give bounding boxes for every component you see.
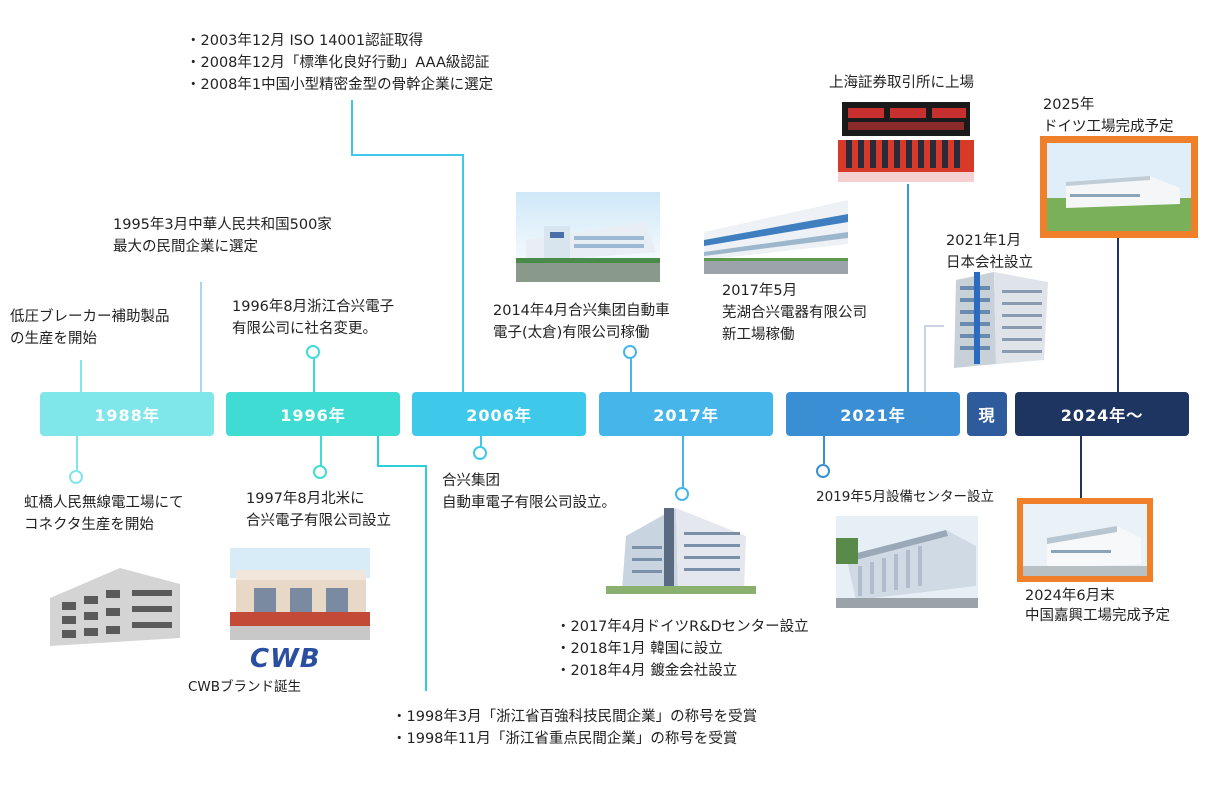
- photo-2025-germany-plant: [1040, 136, 1198, 238]
- connector-2021jp-v1: [924, 325, 926, 392]
- photo-2021-japan-office: [944, 272, 1064, 372]
- event-1988-bottom: 虹橋人民無線電工場にて コネクタ生産を開始: [24, 492, 184, 536]
- dot-2017-bottom: [675, 487, 689, 501]
- connector-2003-v1: [351, 100, 353, 154]
- event-2003-line: ・2003年12月 ISO 14001認証取得: [186, 33, 424, 49]
- timeline-1996: 1996年: [226, 392, 400, 436]
- event-1995-line2: 最大の民間企業に選定: [113, 239, 258, 255]
- timeline-2024: 2024年～: [1015, 392, 1189, 436]
- photo-2017-germany-rd: [606, 506, 756, 594]
- event-1988-bottom-line1: 虹橋人民無線電工場にて: [24, 495, 184, 511]
- timeline-2006: 2006年: [412, 392, 586, 436]
- event-2021-jp-line2: 日本会社設立: [946, 255, 1033, 271]
- event-1997-line1: 1997年8月北米に: [246, 491, 365, 507]
- event-2024-line1: 2024年6月末: [1025, 588, 1115, 604]
- photo-1997-north-america-office: [230, 548, 370, 640]
- event-1997-line2: 合兴電子有限公司設立: [246, 513, 391, 529]
- dot-2006: [473, 446, 487, 460]
- timeline-2021: 2021年: [786, 392, 960, 436]
- event-1996-line1: 1996年8月浙江合兴電子: [232, 299, 395, 315]
- connector-2025: [1117, 238, 1119, 392]
- connector-sse: [907, 184, 909, 392]
- event-2014-line1: 2014年4月合兴集团自動車: [493, 303, 670, 319]
- photo-2019-equipment-center: [836, 516, 978, 608]
- connector-1998-v1: [377, 436, 379, 466]
- connector-1996-top: [313, 358, 315, 392]
- event-1988-top: 低圧ブレーカー補助製品 の生産を開始: [10, 306, 170, 350]
- event-2017-bottom-list: ・2017年4月ドイツR&Dセンター設立 ・2018年1月 韓国に設立 ・201…: [556, 616, 809, 682]
- connector-2014: [630, 358, 632, 392]
- connector-2017-bottom: [682, 436, 684, 488]
- event-1988-top-line2: の生産を開始: [10, 331, 97, 347]
- event-2014: 2014年4月合兴集团自動車 電子(太倉)有限公司稼働: [493, 300, 670, 344]
- connector-2019: [823, 436, 825, 464]
- event-2024: 2024年6月末 中国嘉興工場完成予定: [1025, 586, 1170, 626]
- connector-1995: [200, 282, 202, 392]
- event-2021-jp-line1: 2021年1月: [946, 233, 1022, 249]
- connector-2006: [480, 436, 482, 446]
- dot-1997: [313, 465, 327, 479]
- event-2018-plating-line: ・2018年4月 鍍金会社設立: [556, 663, 738, 679]
- connector-1998-v2: [425, 465, 427, 691]
- connector-2024: [1080, 436, 1082, 498]
- event-2017-wuhu: 2017年5月 芜湖合兴電器有限公司 新工場稼働: [722, 280, 867, 346]
- event-2018-korea-line: ・2018年1月 韓国に設立: [556, 641, 723, 657]
- event-2021-jp: 2021年1月 日本会社設立: [946, 230, 1033, 274]
- connector-1988-top: [80, 360, 82, 392]
- event-1995-line1: 1995年3月中華人民共和国500家: [113, 217, 332, 233]
- photo-2017-wuhu-plant: [704, 182, 848, 274]
- event-1996-top: 1996年8月浙江合兴電子 有限公司に社名変更。: [232, 296, 394, 340]
- photo-1988-hongqiao-factory: [40, 558, 190, 650]
- event-2025: 2025年 ドイツ工場完成予定: [1043, 94, 1174, 138]
- event-2014-line2: 電子(太倉)有限公司稼働: [493, 325, 650, 341]
- event-1998-list: ・1998年3月「浙江省百強科技民間企業」の称号を受賞 ・1998年11月「浙江…: [392, 706, 757, 750]
- timeline-1988: 1988年: [40, 392, 214, 436]
- event-1996-line2: 有限公司に社名変更。: [232, 321, 377, 337]
- connector-2003-h: [351, 154, 463, 156]
- event-2019: 2019年5月設備センター設立: [816, 489, 994, 505]
- event-1998-nov-line: ・1998年11月「浙江省重点民間企業」の称号を受賞: [392, 731, 738, 747]
- event-2006-line1: 合兴集团: [442, 473, 500, 489]
- event-2025-line1: 2025年: [1043, 97, 1095, 113]
- event-2006-line2: 自動車電子有限公司設立。: [442, 495, 616, 511]
- connector-1997: [320, 436, 322, 466]
- event-1988-bottom-line2: コネクタ生産を開始: [24, 517, 154, 533]
- photo-2014-taicang-plant: [516, 192, 660, 282]
- cwb-logo: CWB: [250, 644, 321, 674]
- event-2024-line2: 中国嘉興工場完成予定: [1025, 608, 1170, 624]
- dot-2019: [816, 464, 830, 478]
- photo-2024-jiaxing-plant: [1017, 498, 1153, 582]
- event-1988-top-line1: 低圧ブレーカー補助製品: [10, 309, 170, 325]
- connector-2003-v2: [462, 154, 464, 392]
- dot-1996-top: [306, 345, 320, 359]
- cwb-brand-caption: CWBブランド誕生: [188, 679, 302, 695]
- event-1998-march-line: ・1998年3月「浙江省百強科技民間企業」の称号を受賞: [392, 709, 758, 725]
- event-2017-wuhu-line2: 芜湖合兴電器有限公司: [722, 305, 867, 321]
- event-2017-rd-line: ・2017年4月ドイツR&Dセンター設立: [556, 619, 809, 635]
- event-2008-aaa-line: ・2008年12月「標準化良好行動」AAA級認証: [186, 55, 490, 71]
- timeline-2017: 2017年: [599, 392, 773, 436]
- dot-1988-bottom: [69, 470, 83, 484]
- event-2008-mold-line: ・2008年1中国小型精密金型の骨幹企業に選定: [186, 77, 494, 93]
- dot-2014: [623, 345, 637, 359]
- timeline-present: 現: [967, 392, 1007, 436]
- event-2006: 合兴集团 自動車電子有限公司設立。: [442, 470, 616, 514]
- connector-1998-h: [377, 465, 427, 467]
- event-1995: 1995年3月中華人民共和国500家 最大の民間企業に選定: [113, 214, 332, 258]
- event-2017-wuhu-line3: 新工場稼働: [722, 327, 795, 343]
- event-2017-wuhu-line1: 2017年5月: [722, 283, 798, 299]
- event-2003-list: ・2003年12月 ISO 14001認証取得 ・2008年12月「標準化良好行…: [186, 30, 493, 96]
- photo-sse-listing: [838, 100, 974, 182]
- event-2025-line2: ドイツ工場完成予定: [1043, 119, 1174, 135]
- event-1997: 1997年8月北米に 合兴電子有限公司設立: [246, 488, 391, 532]
- event-sse: 上海証券取引所に上場: [829, 75, 974, 91]
- connector-2021jp-h: [924, 325, 946, 327]
- connector-1988-bottom: [76, 436, 78, 470]
